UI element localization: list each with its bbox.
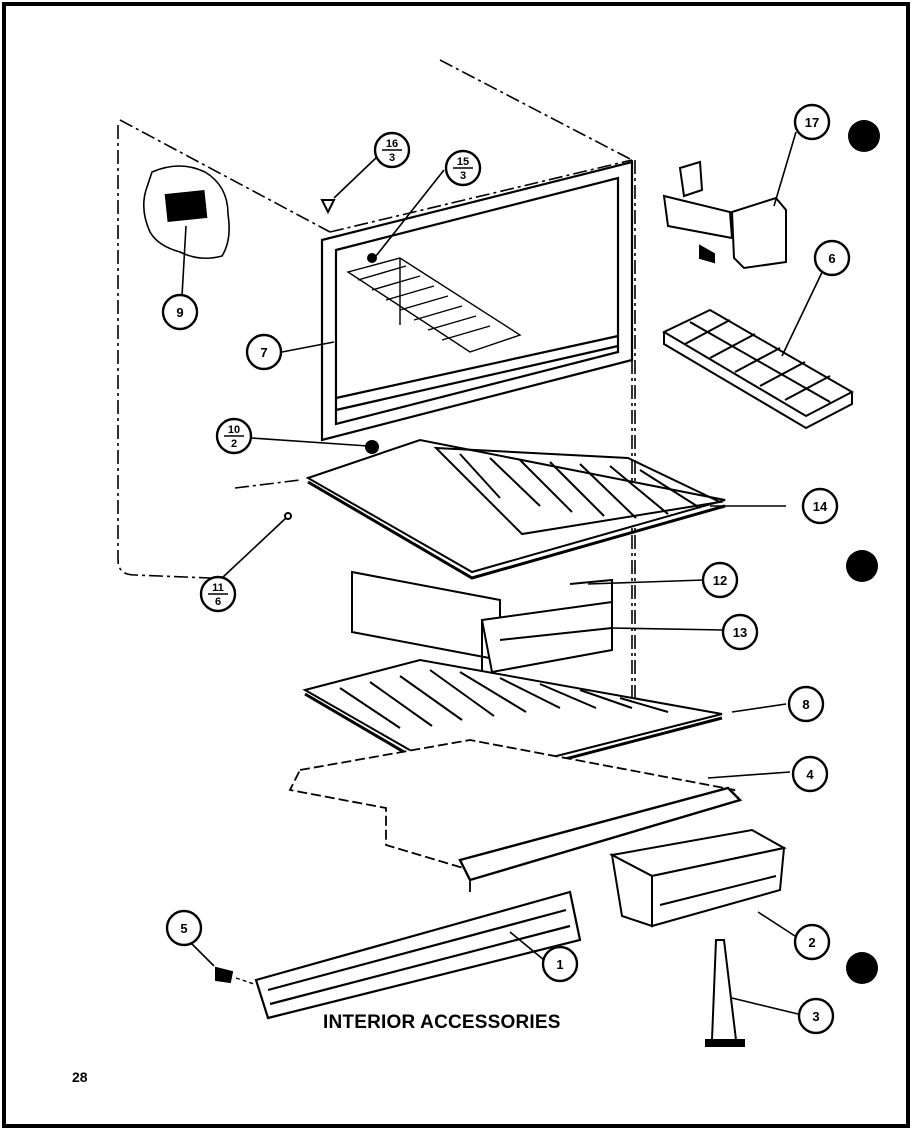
page-number: 28 — [72, 1069, 88, 1085]
callout-16-bottom: 3 — [389, 152, 395, 164]
crisper-front-trim — [254, 890, 582, 1020]
callout-16-top: 16 — [386, 138, 398, 150]
callout-13: 13 — [733, 625, 747, 640]
callout-2: 2 — [808, 935, 815, 950]
callout-7: 7 — [260, 345, 267, 360]
callout-12: 12 — [713, 573, 727, 588]
callout-14: 14 — [813, 499, 828, 514]
registration-dot — [848, 120, 880, 152]
callout-11-top: 11 — [212, 582, 224, 594]
callout-8: 8 — [802, 697, 809, 712]
screw-15 — [367, 253, 377, 263]
lower-shelf — [302, 658, 723, 788]
callout-17: 17 — [805, 115, 819, 130]
support — [705, 939, 745, 1047]
screw — [215, 966, 234, 984]
ice-tray — [661, 308, 855, 430]
callout-9: 9 — [176, 305, 183, 320]
callout-3: 3 — [812, 1009, 819, 1024]
callout-4: 4 — [806, 767, 814, 782]
screw-10 — [365, 440, 379, 454]
screw-11 — [284, 512, 292, 520]
callout-11-bottom: 6 — [215, 596, 221, 608]
freezer-shelf — [346, 257, 522, 353]
callout-15-bottom: 3 — [460, 170, 466, 182]
freezer-compartment — [320, 160, 634, 442]
diagram-title: INTERIOR ACCESSORIES — [323, 1012, 561, 1033]
registration-dot — [846, 550, 878, 582]
crisper-pan — [608, 828, 787, 928]
label-9 — [164, 189, 208, 223]
registration-dot — [846, 952, 878, 984]
callout-6: 6 — [828, 251, 835, 266]
callout-1: 1 — [556, 957, 563, 972]
callout-5: 5 — [180, 921, 187, 936]
callout-15-top: 15 — [457, 156, 469, 168]
clip-16 — [320, 199, 336, 215]
callout-10-bottom: 2 — [231, 438, 237, 450]
crisper-cover — [288, 739, 743, 892]
meat-keeper-assembly — [351, 570, 613, 680]
ice-maker — [662, 160, 787, 270]
upper-shelf — [305, 438, 726, 580]
callout-10-top: 10 — [228, 424, 240, 436]
leader-lines — [181, 131, 827, 1015]
callout-circles — [161, 103, 851, 1035]
